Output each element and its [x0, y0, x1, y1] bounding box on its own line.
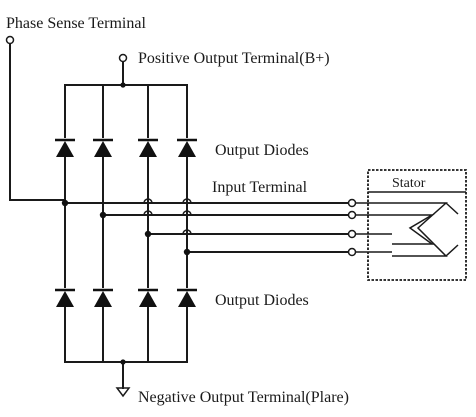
ground-icon — [115, 387, 131, 398]
diode-legs — [64, 84, 188, 363]
diode-top-3 — [138, 138, 158, 157]
negative-bus — [64, 361, 188, 398]
stator-label: Stator — [392, 176, 426, 191]
input-terminal-label: Input Terminal — [212, 179, 308, 196]
diode-bottom-1 — [55, 288, 75, 307]
diode-bottom-2 — [93, 288, 113, 307]
phase-sense-wire — [5, 35, 66, 201]
phase-sense-terminal-node — [5, 35, 15, 45]
diode-top-4 — [177, 138, 197, 157]
stator-box — [367, 169, 467, 281]
stator — [356, 169, 467, 281]
stator-winding-icon — [392, 202, 448, 257]
top-output-diodes — [55, 138, 197, 157]
input-terminal-nodes — [347, 198, 357, 257]
input-lines — [64, 198, 350, 253]
diode-top-1 — [55, 138, 75, 157]
positive-terminal-node — [118, 53, 128, 63]
output-diodes-bottom-label: Output Diodes — [215, 292, 309, 309]
phase-sense-label: Phase Sense Terminal — [6, 15, 146, 32]
diode-top-2 — [93, 138, 113, 157]
bottom-output-diodes — [55, 288, 197, 307]
output-diodes-top-label: Output Diodes — [215, 142, 309, 159]
positive-output-label: Positive Output Terminal(B+) — [138, 50, 330, 67]
junction-dots — [61, 82, 191, 365]
diode-bottom-4 — [177, 288, 197, 307]
diode-bottom-3 — [138, 288, 158, 307]
negative-output-label: Negative Output Terminal(Plare) — [138, 389, 349, 406]
positive-bus — [64, 53, 188, 86]
